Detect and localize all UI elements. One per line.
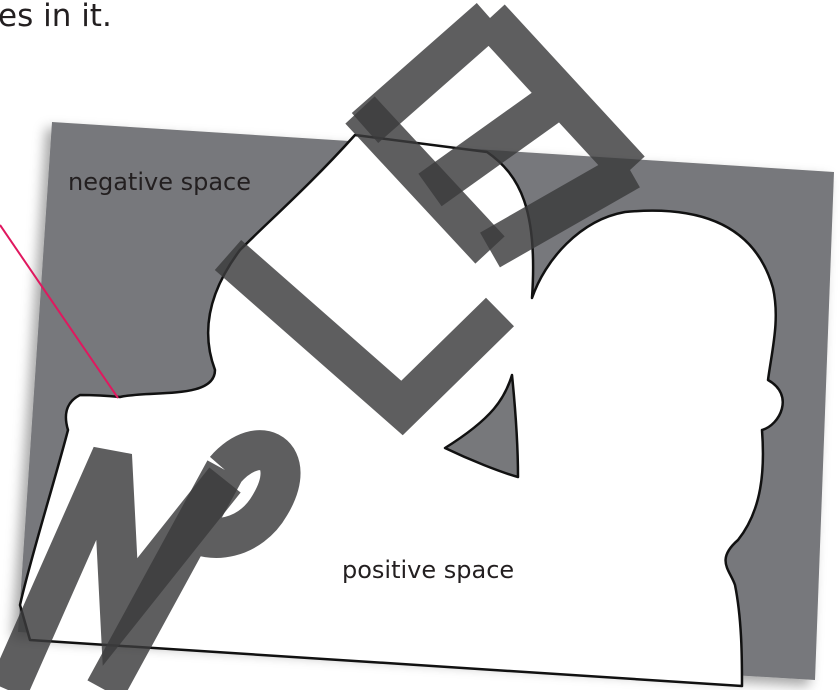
positive-space-label: positive space bbox=[342, 556, 514, 584]
negative-space-label: negative space bbox=[68, 168, 251, 196]
